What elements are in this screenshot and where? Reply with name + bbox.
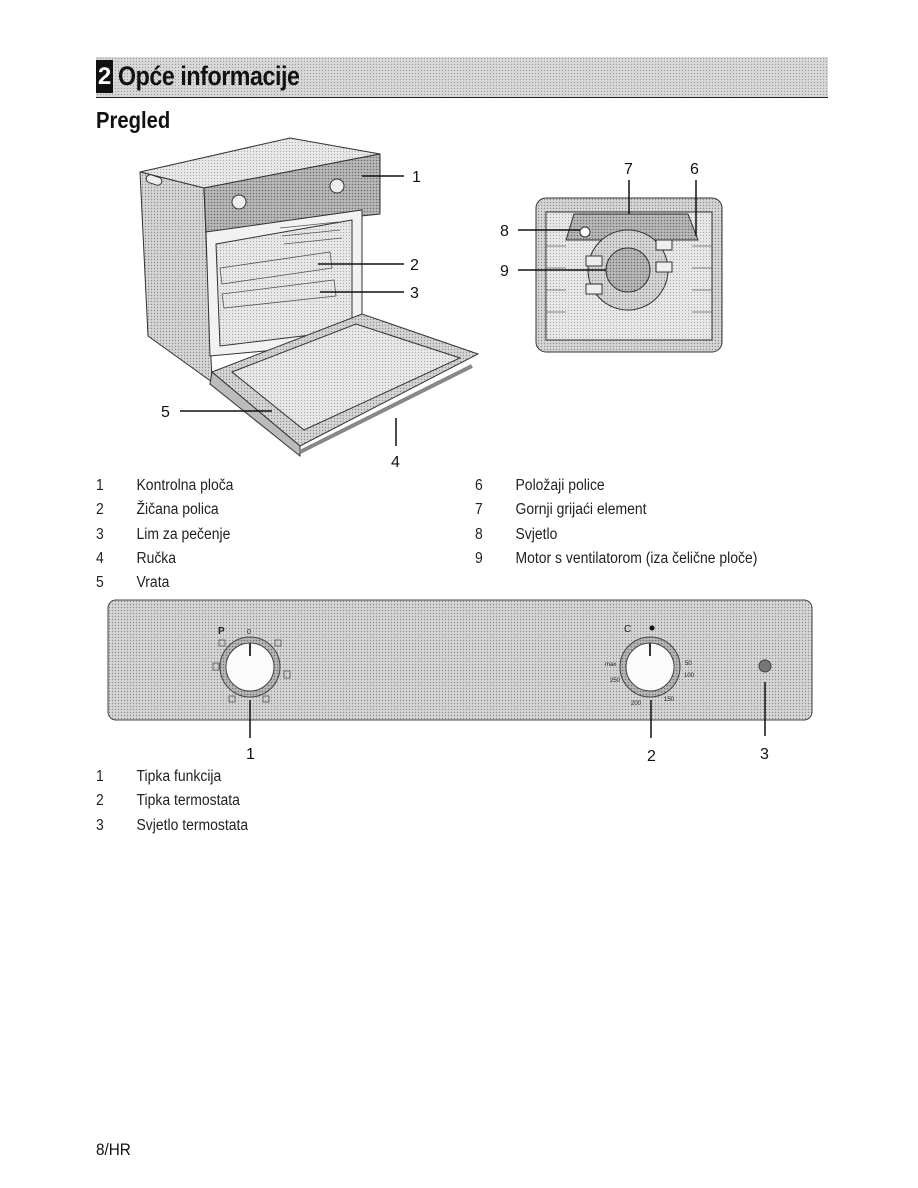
legend-num: 5 — [96, 574, 104, 592]
chapter-number: 2 — [96, 60, 113, 93]
cavity-illustration — [535, 197, 723, 353]
function-mark-0: 0 — [247, 629, 251, 636]
legend-num: 3 — [96, 525, 104, 543]
oven-callout-4: 4 — [391, 454, 400, 471]
panel-callout-2: 2 — [647, 748, 656, 765]
oven-callout-5: 5 — [161, 404, 170, 421]
thermo-mark-200: 200 — [631, 701, 642, 707]
control-panel — [107, 599, 813, 721]
thermo-mark-250: 250 — [610, 678, 621, 684]
thermo-mark-150: 150 — [664, 697, 675, 703]
thermo-mark-max: max — [605, 662, 616, 668]
oven-callout-2: 2 — [410, 257, 419, 274]
legend-label: Žičana polica — [136, 501, 219, 519]
thermo-mark-100: 100 — [684, 673, 695, 679]
cavity-callout-8: 8 — [500, 223, 509, 240]
section-title: Pregled — [96, 107, 171, 133]
legend-label: Lim za pečenje — [136, 525, 231, 543]
cavity-callout-7: 7 — [624, 161, 633, 178]
legend-label: Svjetlo termostata — [136, 816, 249, 834]
legend-num: 6 — [475, 477, 483, 494]
cavity-callout-6: 6 — [690, 161, 699, 178]
legend-label: Kontrolna ploča — [136, 477, 234, 494]
function-mark-p: P — [218, 626, 225, 637]
legend-num: 1 — [96, 477, 104, 494]
legend-num: 8 — [475, 525, 483, 543]
panel-callout-3: 3 — [760, 746, 769, 763]
thermo-mark-c: C — [624, 624, 631, 635]
legend-label: Položaji police — [515, 477, 605, 494]
legend-num: 7 — [475, 501, 483, 519]
oven-callout-1: 1 — [412, 169, 421, 186]
page-number: 8/HR — [96, 1140, 131, 1159]
panel-callout-1: 1 — [246, 746, 255, 763]
legend-num: 1 — [96, 768, 104, 785]
legend-num: 3 — [96, 816, 104, 834]
thermo-mark-50: 50 — [685, 661, 692, 667]
legend-label: Svjetlo — [515, 525, 558, 543]
legend-label: Gornji grijaći element — [515, 501, 647, 519]
legend-label: Vrata — [136, 574, 170, 592]
legend-label: Motor s ventilatorom (iza čelične ploče) — [515, 549, 758, 567]
chapter-title: Opće informacije — [118, 61, 300, 91]
oven-body — [139, 137, 480, 458]
legend-num: 2 — [96, 501, 104, 519]
oven-callout-3: 3 — [410, 285, 419, 302]
chapter-header: 2 Opće informacije — [96, 57, 828, 98]
cavity-callout-9: 9 — [500, 263, 509, 280]
legend-label: Tipka funkcija — [136, 768, 222, 785]
legend-num: 9 — [475, 549, 483, 567]
legend-label: Ručka — [136, 549, 177, 567]
legend-num: 4 — [96, 549, 104, 567]
legend-num: 2 — [96, 792, 104, 810]
legend-label: Tipka termostata — [136, 792, 240, 810]
